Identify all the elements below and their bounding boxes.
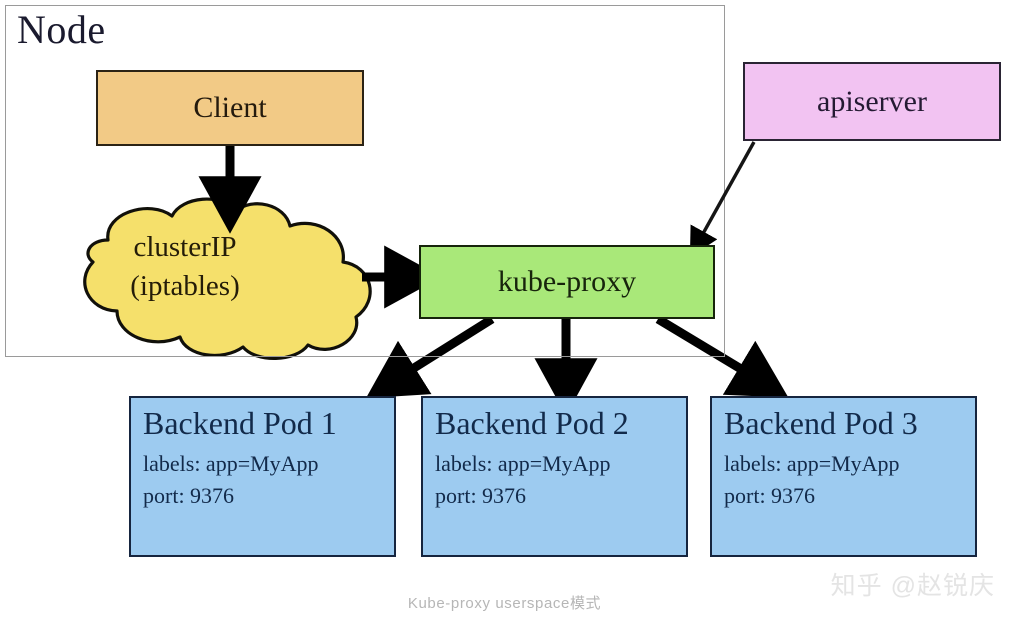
pod-labels: labels: app=MyApp: [724, 450, 900, 476]
pod-labels: labels: app=MyApp: [435, 450, 611, 476]
backend-pod-1-box[interactable]: Backend Pod 1 labels: app=MyApp port: 93…: [129, 396, 396, 557]
client-box[interactable]: Client: [96, 70, 364, 146]
node-label: Node: [17, 7, 106, 52]
pod-port: port: 9376: [724, 482, 816, 508]
backend-pod-2-box[interactable]: Backend Pod 2 labels: app=MyApp port: 93…: [421, 396, 688, 557]
node-boundary: [5, 5, 725, 357]
edge-kubeproxy-to-pod3: [655, 315, 789, 398]
edge-apiserver-to-kubeproxy: [689, 141, 756, 258]
kube-proxy-label: kube-proxy: [497, 265, 637, 298]
pod-labels: labels: app=MyApp: [143, 450, 319, 476]
backend-pod-3-box[interactable]: Backend Pod 3 labels: app=MyApp port: 93…: [710, 396, 977, 557]
pod-port: port: 9376: [143, 482, 235, 508]
apiserver-box[interactable]: apiserver: [743, 62, 1001, 141]
pod-port: port: 9376: [435, 482, 527, 508]
kube-proxy-box[interactable]: kube-proxy: [419, 245, 715, 319]
client-label: Client: [193, 91, 267, 124]
pod-title: Backend Pod 3: [724, 405, 918, 441]
pod-title: Backend Pod 1: [143, 405, 337, 441]
apiserver-label: apiserver: [817, 84, 927, 118]
edge-kubeproxy-to-pod1: [365, 315, 495, 399]
pod-title: Backend Pod 2: [435, 405, 629, 441]
watermark: 知乎 @赵锐庆: [830, 572, 995, 600]
diagram-caption: Kube-proxy userspace模式: [407, 595, 602, 612]
